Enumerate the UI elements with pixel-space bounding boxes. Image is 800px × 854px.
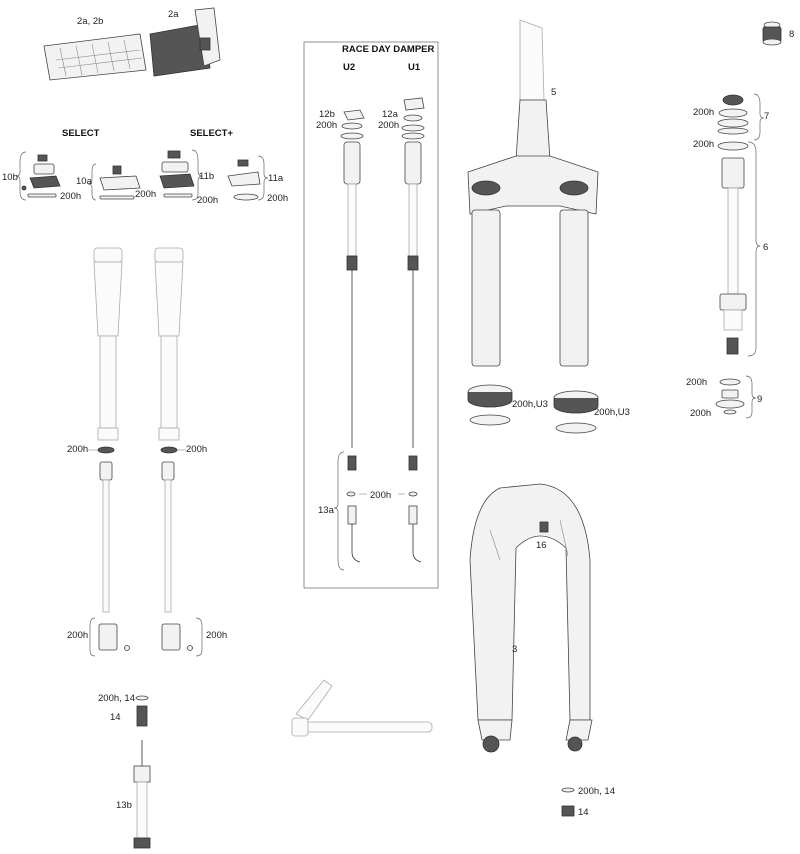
air-spring-assembly-6 — [717, 141, 761, 357]
callout-200h-13a: 200h — [370, 490, 391, 501]
callout-10a: 10a — [76, 176, 93, 187]
callout-200h-10b: 200h — [60, 191, 81, 202]
race-day-damper-box — [303, 41, 439, 589]
wiper-seals-u3 — [467, 384, 599, 434]
callout-200h-11a: 200h — [267, 193, 288, 204]
callout-200h-11b: 200h — [197, 195, 218, 206]
damper-assembly-11a — [227, 155, 269, 201]
left-damper-cartridges — [88, 247, 203, 657]
top-cap-part — [762, 21, 782, 46]
grip-parts — [43, 7, 221, 81]
group-label-select-plus: SELECT+ — [190, 128, 233, 139]
callout-200h-left-a: 200h — [67, 444, 88, 455]
callout-9: 9 — [757, 394, 762, 405]
damper-assembly-11b — [159, 149, 203, 201]
callout-200h-6: 200h — [693, 139, 714, 150]
bottom-bolt-14-right — [561, 787, 575, 817]
callout-2a: 2a — [168, 9, 179, 20]
damper-assembly-10a — [87, 163, 141, 201]
callout-200h-14-top: 200h, 14 — [98, 693, 135, 704]
base-valve-assembly-9 — [715, 375, 757, 419]
callout-200h-9b: 200h — [690, 408, 711, 419]
callout-200h-low-b: 200h — [206, 630, 227, 641]
callout-12a: 12a — [382, 109, 399, 120]
callout-16: 16 — [536, 540, 547, 551]
callout-200h-u3-right: 200h,U3 — [594, 407, 630, 418]
callout-8: 8 — [789, 29, 794, 40]
lower-legs-part — [469, 483, 593, 753]
callout-14-bottom: 14 — [578, 807, 589, 818]
callout-200h-12b: 200h — [316, 120, 337, 131]
callout-200h-left-b: 200h — [186, 444, 207, 455]
group-label-u1: U1 — [408, 62, 421, 73]
callout-200h-u3-left: 200h,U3 — [512, 399, 548, 410]
callout-200h-9a: 200h — [686, 377, 707, 388]
group-label-race-day-damper: RACE DAY DAMPER — [342, 44, 435, 55]
callout-6: 6 — [763, 242, 768, 253]
callout-200h-10a: 200h — [135, 189, 156, 200]
callout-13b: 13b — [116, 800, 132, 811]
callout-200h-7: 200h — [693, 107, 714, 118]
callout-14-top: 14 — [110, 712, 121, 723]
callout-11b: 11b — [199, 171, 214, 182]
callout-12b: 12b — [319, 109, 335, 120]
callout-2a-2b: 2a, 2b — [77, 16, 103, 27]
top-cap-assembly-7 — [717, 93, 765, 141]
race-day-damper-u2 — [340, 109, 365, 563]
group-label-select: SELECT — [62, 128, 100, 139]
thru-axle-part — [291, 679, 433, 737]
callout-5: 5 — [551, 87, 556, 98]
callout-200h-12a: 200h — [378, 120, 399, 131]
bottom-parts-14-13b — [133, 695, 151, 849]
callout-11a: 11a — [268, 173, 284, 184]
group-label-u2: U2 — [343, 62, 355, 73]
callout-7: 7 — [764, 111, 769, 122]
race-day-damper-u1 — [333, 97, 425, 571]
damper-assembly-10b — [15, 151, 61, 201]
callout-200h-low-a: 200h — [67, 630, 88, 641]
callout-200h-14-bottom: 200h, 14 — [578, 786, 615, 797]
crown-steerer-part — [467, 19, 599, 367]
callout-13a: 13a — [318, 505, 335, 516]
callout-3: 3 — [512, 644, 517, 655]
callout-10b: 10b — [2, 172, 18, 183]
